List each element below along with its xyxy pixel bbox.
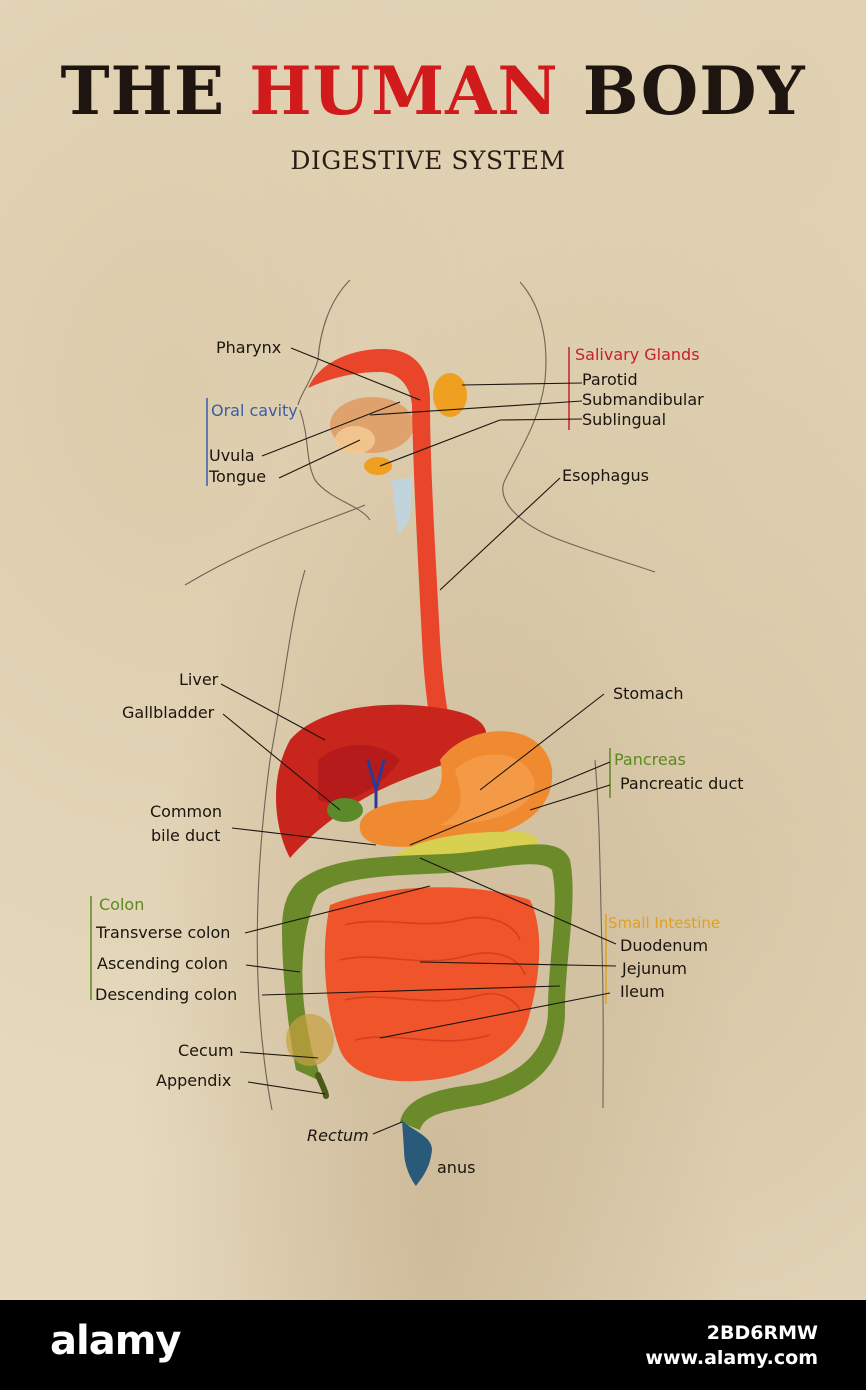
- label-liver: Liver: [179, 670, 219, 689]
- footer-bar: [0, 1300, 866, 1390]
- label-common-bile-duct-line1: Common: [150, 802, 223, 821]
- small-intestine-shape: [324, 887, 540, 1082]
- leader-lines: [220, 347, 617, 1135]
- poster-subtitle: DIGESTIVE SYSTEM: [290, 146, 566, 175]
- appendix-shape: [315, 1072, 329, 1099]
- body-outline: [184, 279, 656, 1111]
- label-descending-colon: Descending colon: [95, 985, 238, 1004]
- label-submandibular: Submandibular: [582, 390, 704, 409]
- sublingual-gland-shape: [364, 457, 392, 475]
- label-sublingual: Sublingual: [582, 410, 667, 429]
- liver-shadow-shape: [318, 745, 400, 803]
- label-jejunum: Jejunum: [622, 959, 688, 978]
- label-parotid: Parotid: [582, 370, 638, 389]
- stomach-highlight-shape: [440, 754, 535, 825]
- cecum-shape: [286, 1014, 334, 1066]
- label-tongue: Tongue: [209, 467, 267, 486]
- rectum-shape: [402, 1120, 432, 1186]
- trachea-shape: [392, 478, 412, 535]
- liver-shape: [276, 704, 487, 858]
- label-salivary-glands: Salivary Glands: [575, 345, 700, 364]
- label-rectum: Rectum: [307, 1126, 369, 1145]
- label-pharynx: Pharynx: [216, 338, 282, 357]
- label-stomach: Stomach: [613, 684, 684, 703]
- title-word-body: BODY: [582, 52, 806, 130]
- label-small-intestine: Small Intestine: [608, 914, 721, 932]
- brand-logo: alamy: [50, 1318, 181, 1364]
- tongue-shape: [335, 426, 375, 454]
- label-oral-cavity: Oral cavity: [211, 401, 298, 420]
- title-word-human: HUMAN: [249, 52, 559, 130]
- label-transverse-colon: Transverse colon: [96, 923, 231, 942]
- label-appendix: Appendix: [156, 1071, 232, 1090]
- gallbladder-shape: [327, 798, 363, 822]
- label-duodenum: Duodenum: [620, 936, 709, 955]
- label-uvula: Uvula: [209, 446, 255, 465]
- parotid-gland-shape: [433, 373, 467, 417]
- label-anus: anus: [437, 1158, 476, 1177]
- label-pancreas: Pancreas: [614, 750, 686, 769]
- label-gallbladder: Gallbladder: [122, 703, 215, 722]
- title-word-the: THE: [60, 52, 226, 130]
- label-esophagus: Esophagus: [562, 466, 649, 485]
- label-ileum: Ileum: [620, 982, 665, 1001]
- footer-url: www.alamy.com: [645, 1347, 818, 1369]
- label-cecum: Cecum: [178, 1041, 234, 1060]
- small-intestine-loops: [339, 916, 526, 1042]
- esophagus-shape: [308, 349, 458, 760]
- digestive-diagram: [90, 279, 656, 1186]
- label-pancreatic-duct: Pancreatic duct: [620, 774, 744, 793]
- label-ascending-colon: Ascending colon: [97, 954, 229, 973]
- label-common-bile-duct-line2: bile duct: [151, 826, 221, 845]
- label-colon: Colon: [99, 895, 145, 914]
- poster-title: THE HUMAN BODY: [0, 52, 866, 130]
- image-id: 2BD6RMW: [706, 1322, 818, 1344]
